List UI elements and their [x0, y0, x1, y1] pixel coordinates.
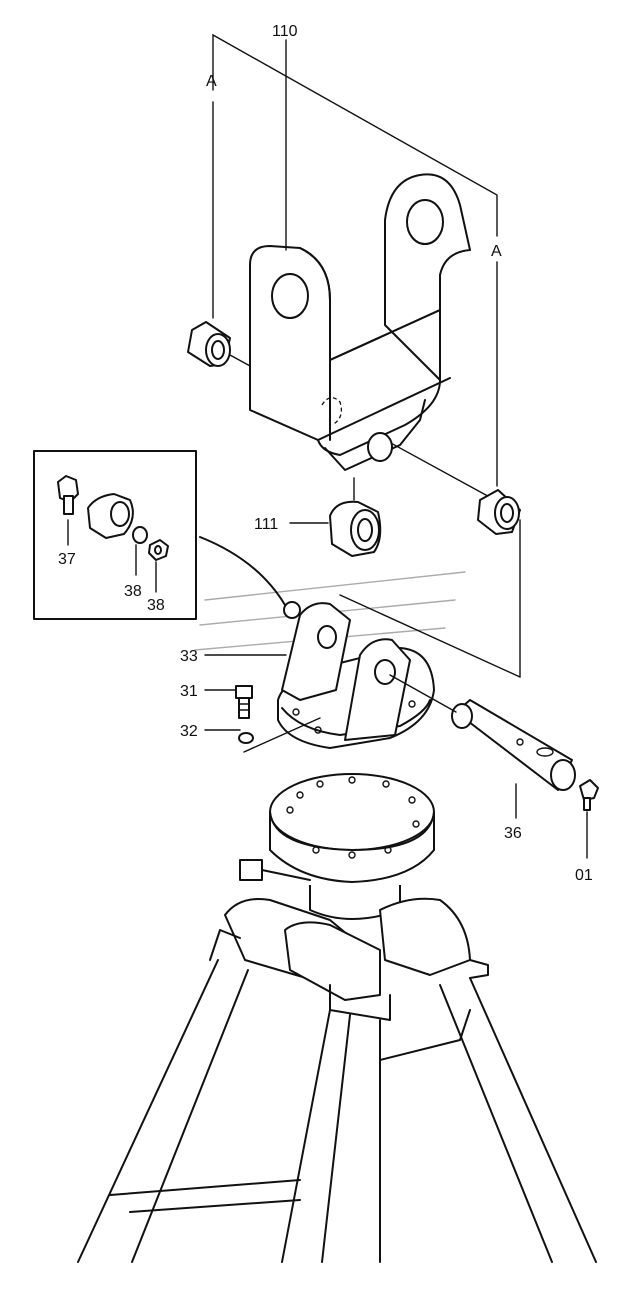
part-label-111: 111	[254, 516, 278, 533]
bolt-01	[579, 779, 599, 811]
pin-36	[389, 674, 576, 791]
bushing-111	[329, 500, 382, 557]
clevis-base-33	[277, 601, 435, 749]
bracket-110	[249, 173, 471, 471]
bolt-31	[235, 685, 253, 719]
part-label-37: 37	[58, 551, 76, 568]
part-label-36: 36	[504, 825, 522, 842]
part-label-32: 32	[180, 723, 198, 740]
tripod-base	[77, 773, 597, 1263]
bushing-left	[187, 321, 231, 367]
part-label-01: 01	[575, 867, 593, 884]
part-label-38-second: 38	[147, 597, 165, 614]
part-label-33: 33	[180, 648, 198, 665]
part-label-110: 110	[272, 23, 298, 40]
washer-32	[238, 717, 321, 753]
part-label-38-first: 38	[124, 583, 142, 600]
detail-inset-box	[33, 450, 197, 620]
ref-label-a-right: A	[491, 243, 502, 260]
leader-curve	[199, 536, 286, 606]
part-label-31: 31	[180, 683, 198, 700]
bushing-right	[477, 489, 521, 535]
ref-label-a-left: A	[206, 73, 217, 90]
